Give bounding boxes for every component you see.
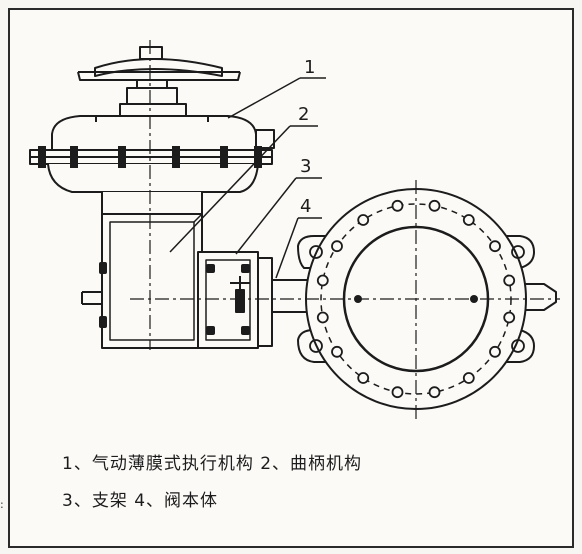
flange-bolt-hole [489, 345, 501, 358]
flange-bolt-holes [316, 199, 516, 399]
handwheel [77, 46, 241, 117]
flange-bolt-hole [462, 372, 475, 384]
disc-dots [354, 295, 478, 303]
flange-bolt-hole [489, 240, 501, 253]
flange-bolt-hole [428, 199, 441, 212]
flange-bolt-hole [428, 386, 441, 399]
callout-3: 3 [300, 156, 311, 177]
lug-holes [309, 245, 525, 353]
flange-bolt-hole [391, 386, 404, 399]
callout-2: 2 [298, 104, 309, 125]
leader-lines [169, 77, 326, 279]
callout-4: 4 [300, 196, 311, 217]
flange-bolt-hole [503, 311, 516, 324]
center-lines [130, 40, 560, 420]
bracket-bolts [206, 264, 250, 335]
edge-mark: : [0, 498, 4, 511]
flange-bolt-hole [391, 199, 404, 212]
actuator-bolts [38, 146, 262, 168]
flange-bolt-hole [331, 240, 343, 253]
flange-bolt-hole [503, 274, 516, 287]
flange-bolt-hole [357, 372, 370, 384]
legend-line-1: 1、气动薄膜式执行机构 2、曲柄机构 [62, 454, 363, 474]
legend-line-2: 3、支架 4、阀本体 [62, 491, 219, 511]
callout-1: 1 [304, 57, 315, 78]
flange-bolt-hole [316, 274, 329, 287]
flange-bolt-hole [331, 345, 343, 358]
crank-bolts [99, 262, 107, 328]
flange-bolt-hole [316, 311, 329, 324]
flange-bolt-hole [357, 214, 370, 226]
flange-bolt-hole [462, 214, 475, 226]
